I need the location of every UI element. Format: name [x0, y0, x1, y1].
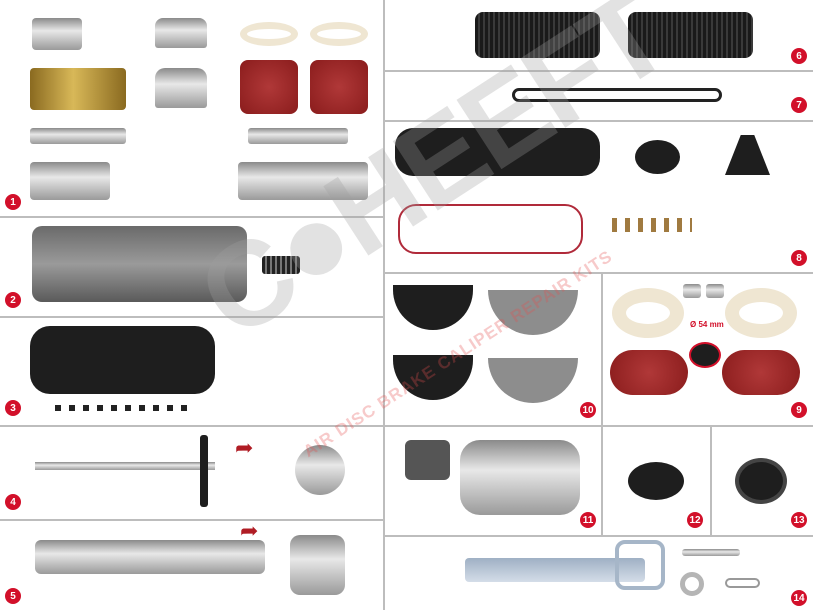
cap — [155, 18, 207, 48]
gear — [295, 445, 345, 495]
grid-cap — [735, 458, 787, 504]
kit-cell-10[interactable] — [383, 272, 603, 427]
seal-ring — [612, 288, 684, 338]
kit-cell-11[interactable] — [383, 425, 603, 537]
kit-number-badge: 6 — [791, 48, 807, 64]
ring — [240, 22, 298, 46]
bracket — [405, 440, 450, 480]
kit-cell-12[interactable] — [601, 425, 712, 537]
kit-number-badge: 10 — [580, 402, 596, 418]
kit-number-badge: 3 — [5, 400, 21, 416]
gear-assembly — [290, 535, 345, 595]
kit-cell-7[interactable] — [383, 70, 813, 122]
dust-boot — [475, 12, 600, 58]
seal — [635, 140, 680, 174]
kit-cell-5[interactable] — [0, 519, 385, 610]
boot — [240, 60, 298, 114]
kit-cell-9[interactable] — [601, 272, 813, 427]
guide-sleeve — [30, 162, 110, 200]
kit-number-badge: 9 — [791, 402, 807, 418]
carrier-bridge — [32, 226, 247, 302]
bolt — [248, 128, 348, 144]
piston-boot — [610, 350, 688, 395]
lever-assembly — [460, 440, 580, 515]
bushing — [683, 284, 701, 298]
kit-number-badge: 12 — [687, 512, 703, 528]
kit-number-badge: 14 — [791, 590, 807, 606]
brass-bushing — [30, 68, 126, 110]
piston-boot — [722, 350, 800, 395]
guide-sleeve — [238, 162, 368, 200]
kit-cell-6[interactable] — [383, 0, 813, 72]
gasket — [398, 204, 583, 254]
seal-ring — [725, 288, 797, 338]
cap — [689, 342, 721, 368]
screws — [55, 405, 195, 411]
cover — [395, 128, 600, 176]
bolt — [30, 128, 126, 144]
kit-number-badge: 4 — [5, 494, 21, 510]
adjuster-shaft — [35, 462, 215, 470]
arrow-icon: ➦ — [235, 435, 254, 460]
bushing — [32, 18, 82, 50]
screws — [612, 218, 692, 232]
kit-cell-2[interactable] — [0, 216, 385, 318]
dust-boot — [628, 12, 753, 58]
arrow-icon: ➦ — [240, 518, 259, 543]
kit-cell-4[interactable] — [0, 425, 385, 521]
kit-cell-13[interactable] — [710, 425, 813, 537]
clip — [725, 578, 760, 588]
shaft-flange — [200, 435, 208, 507]
adjuster-spindle — [35, 540, 265, 574]
kit-number-badge: 13 — [791, 512, 807, 528]
kit-number-badge: 7 — [791, 97, 807, 113]
kit-cell-8[interactable] — [383, 120, 813, 274]
pin — [682, 549, 740, 556]
cap — [628, 462, 684, 500]
dimension-label: Ø 54 mm — [690, 320, 724, 329]
retainer-hook — [615, 540, 665, 590]
kit-cell-3[interactable] — [0, 316, 385, 427]
kit-number-badge: 5 — [5, 588, 21, 604]
cap — [155, 68, 207, 108]
chain — [512, 88, 722, 102]
kit-cell-1[interactable] — [0, 0, 385, 218]
cover-plate — [30, 326, 215, 394]
kit-number-badge: 1 — [5, 194, 21, 210]
ring — [310, 22, 368, 46]
kit-number-badge: 11 — [580, 512, 596, 528]
bushing — [706, 284, 724, 298]
boot — [310, 60, 368, 114]
spring — [262, 256, 300, 274]
washer — [680, 572, 704, 596]
kit-number-badge: 8 — [791, 250, 807, 266]
kit-number-badge: 2 — [5, 292, 21, 308]
